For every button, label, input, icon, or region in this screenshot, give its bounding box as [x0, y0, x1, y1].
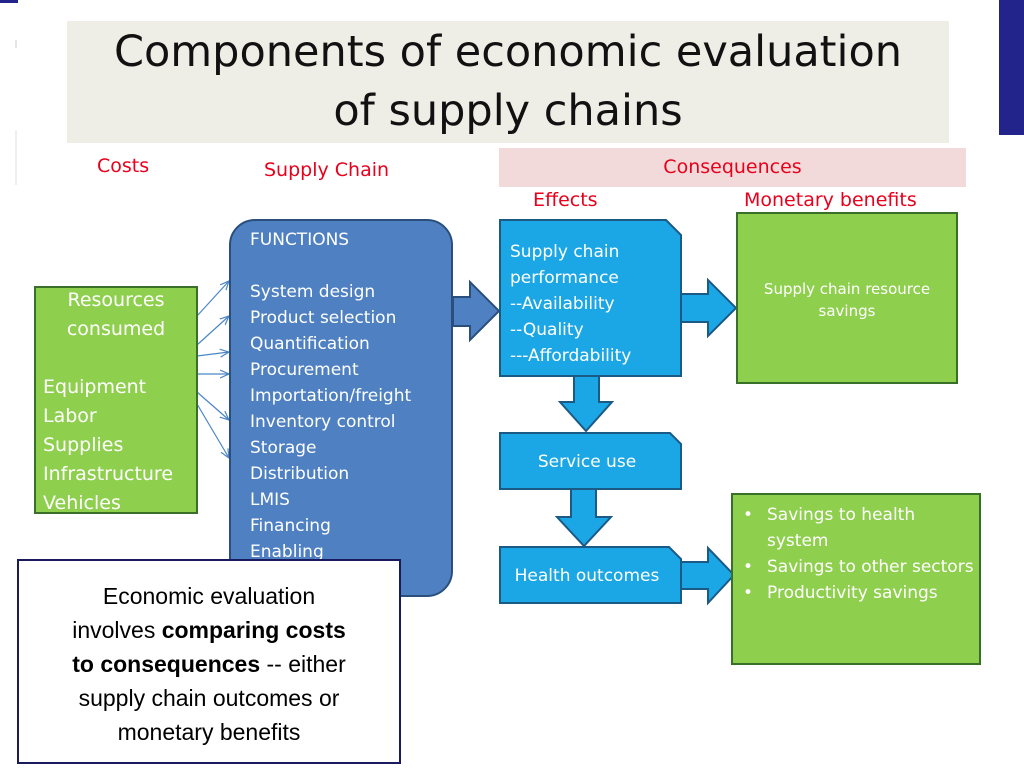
- title-line-1: Components of economic evaluation: [113, 27, 903, 77]
- function-item: Storage: [250, 438, 317, 458]
- function-item: Inventory control: [250, 412, 396, 432]
- performance-line: performance: [510, 268, 619, 288]
- function-item: Enabling: [250, 542, 324, 562]
- performance-box-shape: [499, 219, 682, 377]
- function-item: Importation/freight: [250, 386, 412, 406]
- performance-line: --Quality: [510, 320, 584, 340]
- callout-line: Economic evaluation: [102, 583, 316, 609]
- function-item: Procurement: [250, 360, 359, 380]
- callout-line: supply chain outcomes or: [78, 685, 340, 711]
- corner-accent: [0, 0, 18, 3]
- savings-list-box: Savings to health system Savings to othe…: [731, 493, 981, 665]
- resource-savings-line: Supply chain resource: [763, 280, 931, 298]
- arrow-service-to-health: [554, 488, 614, 548]
- resource-item: Vehicles: [43, 492, 121, 514]
- resource-savings-box: Supply chain resource savings: [736, 212, 958, 384]
- savings-list-item: Productivity savings: [733, 580, 979, 606]
- performance-box: Supply chain performance --Availability …: [510, 239, 631, 369]
- right-accent-bar: [999, 0, 1024, 135]
- performance-line: ---Affordability: [510, 346, 632, 366]
- resource-savings-line: savings: [818, 302, 876, 320]
- callout-text: -- either: [260, 651, 346, 677]
- fan-arrows: [196, 281, 229, 458]
- function-item: Quantification: [250, 334, 370, 354]
- effects-header: Effects: [533, 189, 598, 211]
- function-item: Financing: [250, 516, 331, 536]
- health-outcomes-box-shape: [499, 546, 682, 604]
- consequences-header: Consequences: [663, 156, 802, 178]
- callout-line: monetary benefits: [117, 719, 301, 745]
- function-item: System design: [250, 282, 376, 302]
- title-line-2: of supply chains: [333, 86, 683, 136]
- resources-consumed-box: Resources consumed Equipment Labor Suppl…: [34, 286, 198, 514]
- arrow-performance-to-service: [557, 375, 615, 433]
- callout-bold-text: comparing costs: [161, 617, 346, 643]
- costs-header: Costs: [97, 155, 150, 177]
- savings-list-item: Savings to health system: [733, 502, 979, 554]
- arrow-functions-to-performance: [452, 279, 501, 343]
- left-edge-mark: [15, 130, 17, 185]
- health-outcomes-label: Health outcomes: [514, 566, 660, 586]
- resource-item: Equipment: [43, 376, 147, 398]
- resources-heading-2: consumed: [66, 318, 166, 340]
- resources-heading: Resources: [67, 289, 165, 311]
- performance-line: Supply chain: [510, 242, 620, 262]
- resource-item: Supplies: [43, 434, 124, 456]
- service-use-box-shape: [499, 432, 682, 490]
- arrow-health-to-savings: [680, 545, 736, 606]
- page-title: Components of economic evaluation of sup…: [67, 23, 949, 141]
- left-edge-mark: [15, 40, 17, 48]
- service-use-label: Service use: [537, 452, 637, 472]
- supply-chain-header: Supply Chain: [264, 159, 390, 181]
- performance-line: --Availability: [510, 294, 615, 314]
- functions-heading: FUNCTIONS: [250, 230, 350, 250]
- callout-bold-text: to consequences: [72, 651, 261, 677]
- savings-list-item: Savings to other sectors: [733, 554, 979, 580]
- function-item: LMIS: [250, 490, 290, 510]
- function-item: Product selection: [250, 308, 397, 328]
- monetary-benefits-header: Monetary benefits: [744, 189, 917, 211]
- consequences-band: [499, 148, 966, 187]
- callout-box: Economic evaluation involves comparing c…: [17, 559, 401, 764]
- callout-text: involves: [72, 617, 162, 643]
- functions-box: FUNCTIONS System design Product selectio…: [229, 219, 453, 597]
- callout-line: involves comparing costs: [29, 613, 389, 647]
- resource-item: Labor: [43, 405, 97, 427]
- callout-line: to consequences -- either: [29, 647, 389, 681]
- resource-item: Infrastructure: [43, 463, 174, 485]
- title-band: [67, 21, 949, 143]
- function-item: Distribution: [250, 464, 350, 484]
- arrow-performance-to-savings: [680, 277, 738, 339]
